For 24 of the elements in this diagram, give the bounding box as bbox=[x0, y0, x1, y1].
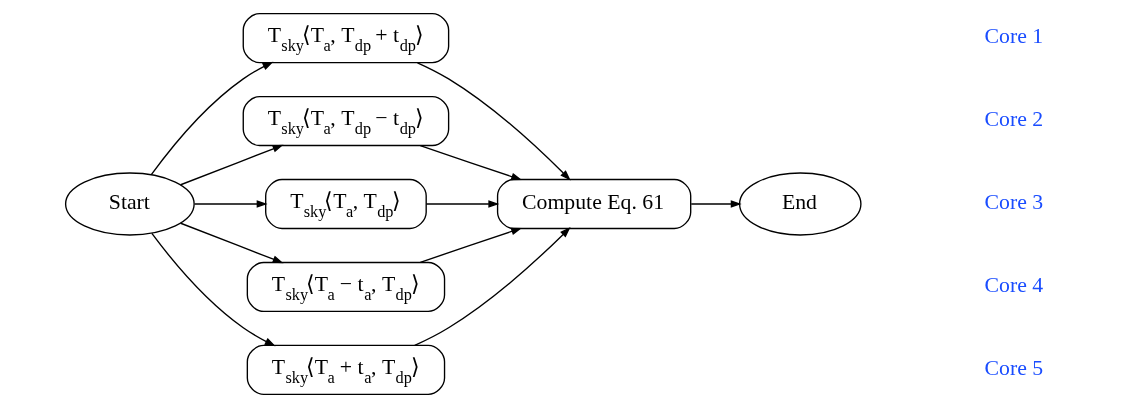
label: Core 4 bbox=[984, 273, 1043, 298]
arrow bbox=[150, 61, 273, 176]
node-box: T$_{sky}$⟨T$_{a}$, T$_{dp}$ − t$_{dp}$⟩ bbox=[242, 95, 449, 147]
arrow bbox=[690, 200, 742, 208]
label: Core 3 bbox=[984, 190, 1043, 215]
arrow bbox=[416, 62, 571, 181]
arrow bbox=[179, 144, 283, 186]
node-ellipse: Start bbox=[64, 172, 195, 236]
arrow bbox=[179, 222, 283, 264]
node-ellipse: End bbox=[738, 172, 862, 236]
node-box: T$_{sky}$⟨T$_{a}$, T$_{dp}$⟩ bbox=[264, 178, 427, 230]
arrow bbox=[413, 227, 571, 347]
node-box: T$_{sky}$⟨T$_{a}$, T$_{dp}$ + t$_{dp}$⟩ bbox=[242, 12, 449, 64]
arrow bbox=[419, 227, 522, 263]
label: Core 5 bbox=[984, 356, 1043, 381]
arrow bbox=[193, 200, 268, 208]
arrow bbox=[425, 200, 499, 208]
node-box: Compute Eq. 61 bbox=[496, 178, 691, 230]
node-box: T$_{sky}$⟨T$_{a}$ − t$_{a}$, T$_{dp}$⟩ bbox=[246, 261, 445, 313]
label: Core 2 bbox=[984, 107, 1043, 132]
node-box: T$_{sky}$⟨T$_{a}$ + t$_{a}$, T$_{dp}$⟩ bbox=[246, 344, 445, 396]
arrow bbox=[419, 145, 522, 181]
arrow bbox=[150, 232, 276, 347]
label: Core 1 bbox=[984, 24, 1043, 49]
